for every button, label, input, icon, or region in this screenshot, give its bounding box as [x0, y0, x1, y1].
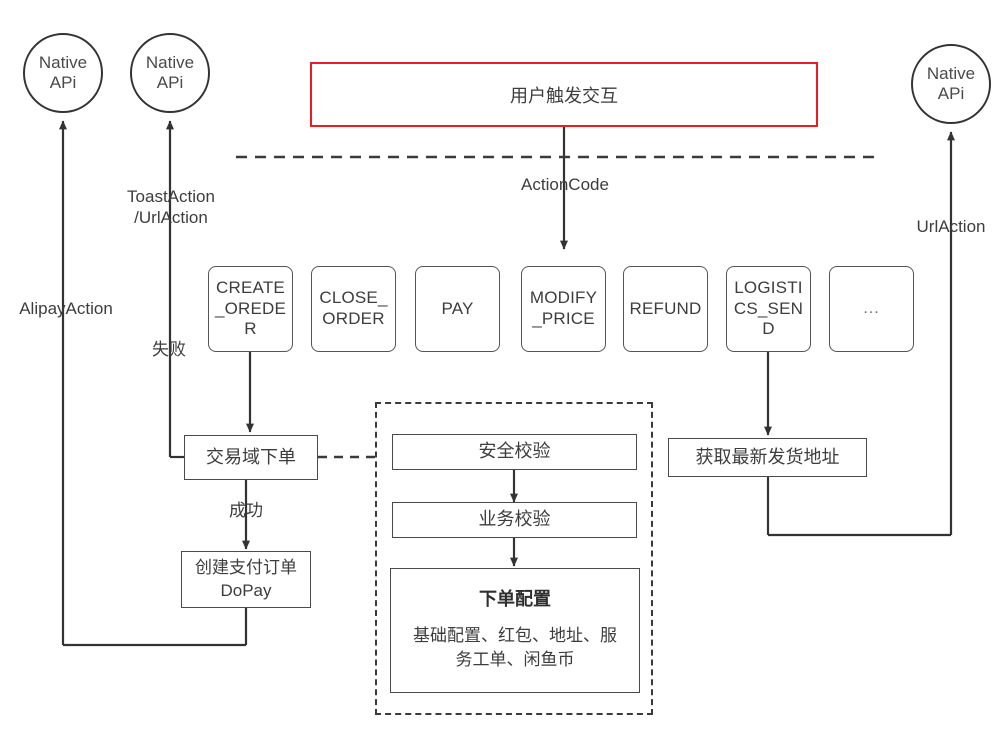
get-shipping-address-box[interactable]: 获取最新发货地址	[668, 438, 867, 477]
action-box-pay[interactable]: PAY	[415, 266, 500, 352]
native-api-mid-label: Native APi	[145, 52, 195, 92]
action-box-more[interactable]: ...	[829, 266, 914, 352]
trade-order-label: 交易域下单	[206, 446, 296, 467]
native-api-mid-node[interactable]: Native APi	[130, 33, 210, 113]
security-check-box[interactable]: 安全校验	[392, 434, 637, 470]
business-check-box[interactable]: 业务校验	[392, 502, 637, 538]
security-check-label: 安全校验	[478, 441, 551, 462]
url-action-label: UrlAction	[916, 217, 986, 236]
native-api-right-node[interactable]: Native APi	[911, 44, 991, 124]
user-trigger-interaction-label: 用户触发交互	[510, 85, 618, 106]
user-trigger-interaction-box[interactable]: 用户触发交互	[310, 62, 818, 127]
action-box-modify-price-label: MODIFY_PRICE	[529, 288, 598, 328]
action-box-create-oreder-label: CREATE_OREDER	[214, 277, 287, 339]
action-box-pay-label: PAY	[441, 298, 474, 318]
create-pay-order-box[interactable]: 创建支付订单DoPay	[181, 551, 311, 608]
business-check-label: 业务校验	[478, 509, 551, 530]
native-api-left-node[interactable]: Native APi	[23, 33, 103, 113]
create-pay-order-label: 创建支付订单DoPay	[195, 558, 297, 600]
action-box-refund[interactable]: REFUND	[623, 266, 708, 352]
success-label: 成功	[229, 501, 263, 520]
fail-label: 失败	[152, 340, 186, 359]
get-shipping-address-label: 获取最新发货地址	[695, 446, 840, 467]
action-box-more-label: ...	[863, 300, 880, 318]
order-config-region	[375, 402, 653, 715]
alipay-action-label: AlipayAction	[19, 299, 113, 318]
toast-url-action-label: ToastAction /UrlAction	[127, 187, 215, 228]
action-box-modify-price[interactable]: MODIFY_PRICE	[521, 266, 606, 352]
action-box-logistics-send-label: LOGISTICS_SEND	[733, 277, 804, 339]
native-api-right-label: Native APi	[926, 63, 976, 103]
action-code-label: ActionCode	[521, 175, 609, 194]
trade-order-box[interactable]: 交易域下单	[184, 435, 318, 480]
order-config-body: 基础配置、红包、地址、服务工单、闲鱼币	[413, 625, 617, 670]
action-box-close-order-label: CLOSE_ORDER	[319, 288, 388, 328]
action-box-refund-label: REFUND	[629, 298, 702, 318]
order-config-box[interactable]: 下单配置 基础配置、红包、地址、服务工单、闲鱼币	[390, 568, 640, 693]
order-config-title: 下单配置	[479, 589, 551, 610]
action-box-logistics-send[interactable]: LOGISTICS_SEND	[726, 266, 811, 352]
native-api-left-label: Native APi	[38, 52, 88, 92]
wire-toast-url-action	[166, 120, 184, 459]
action-box-close-order[interactable]: CLOSE_ORDER	[311, 266, 396, 352]
action-box-create-oreder[interactable]: CREATE_OREDER	[208, 266, 293, 352]
